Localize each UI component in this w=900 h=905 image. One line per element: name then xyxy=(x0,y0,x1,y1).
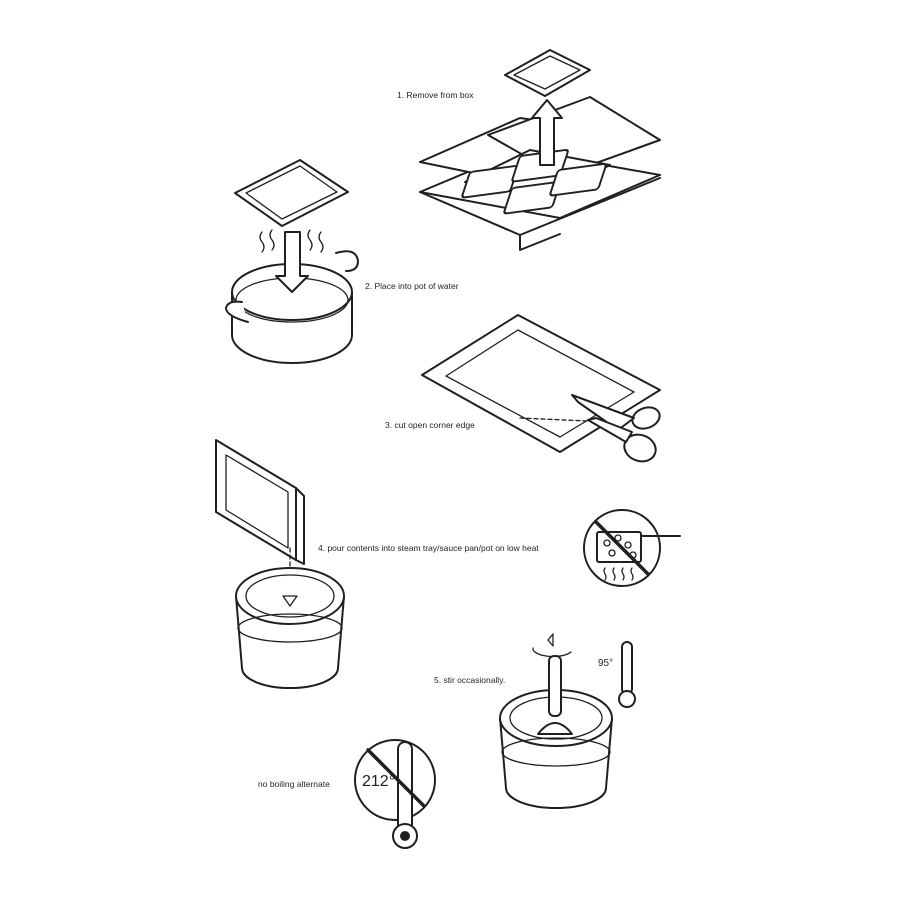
pouch-icon xyxy=(234,159,349,227)
pouch-icon xyxy=(504,49,591,97)
boiling-temp: 212° xyxy=(362,773,396,790)
scissors-icon xyxy=(571,394,661,463)
thermometer-icon xyxy=(618,641,636,708)
step-3-label: 3. cut open corner edge xyxy=(385,420,475,430)
ladle-icon xyxy=(537,655,573,735)
arrow-icon xyxy=(275,231,309,293)
pouch-icon xyxy=(215,439,305,565)
steam-icon xyxy=(259,229,324,253)
arrow-icon xyxy=(531,99,563,166)
stir-icon xyxy=(532,633,572,658)
no-boiling-label: no boiling alternate xyxy=(258,779,330,789)
no-boiling-icon xyxy=(583,509,681,587)
step-2-label: 2. Place into pot of water xyxy=(365,281,459,291)
step-4-label: 4. pour contents into steam tray/sauce p… xyxy=(318,543,539,553)
thermometer-temp: 95° xyxy=(598,658,614,669)
pot-icon xyxy=(499,689,613,809)
no-sign-icon xyxy=(354,739,436,849)
step-1-label: 1. Remove from box xyxy=(397,90,474,100)
step-5-label: 5. stir occasionally. xyxy=(434,675,506,685)
steam-tray-icon xyxy=(235,567,345,689)
